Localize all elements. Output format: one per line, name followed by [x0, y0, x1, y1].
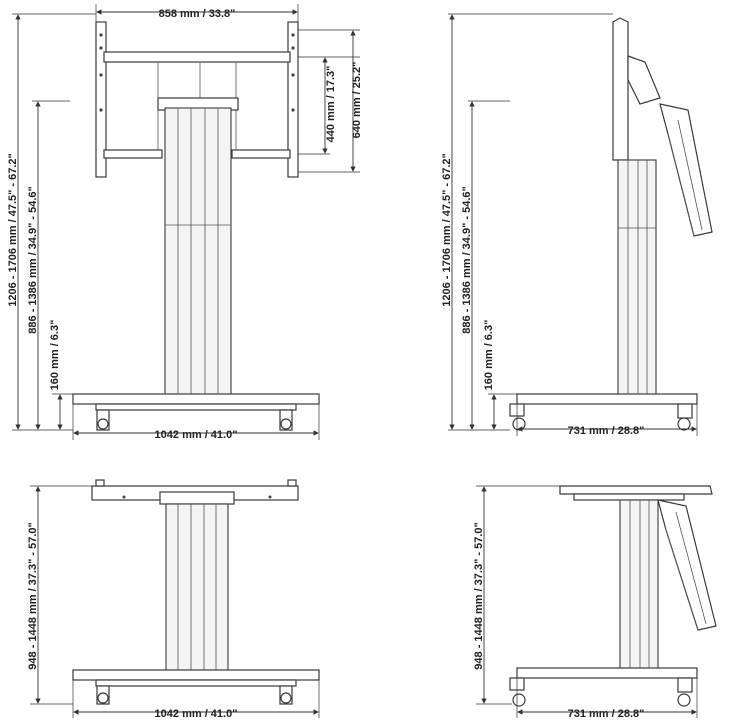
dim-front-total-height: 1206 - 1706 mm / 47.5" - 67.2" [7, 153, 19, 307]
dim-side-mid-height: 886 - 1386 mm / 34.9" - 54.6" [461, 186, 473, 333]
dim-table-side-height: 948 - 1448 mm / 37.3" - 57.0" [473, 522, 485, 669]
base [72, 393, 320, 431]
side-column [617, 159, 657, 397]
display-plate [612, 17, 713, 237]
dim-vesa-440: 440 mm / 17.3" [325, 66, 337, 143]
dim-side-base-height: 160 mm / 6.3" [483, 320, 495, 391]
front-view: 858 mm / 33.8" 440 mm / 17.3" 640 mm / 2… [7, 4, 363, 441]
dim-vesa-640: 640 mm / 25.2" [351, 62, 363, 139]
table-side-column [619, 499, 659, 671]
vesa-frame [95, 21, 299, 178]
dim-table-front-height: 948 - 1448 mm / 37.3" - 57.0" [27, 522, 39, 669]
dim-table-front-width: 1042 mm / 41.0" [155, 708, 238, 720]
table-side-view: 948 - 1448 mm / 37.3" - 57.0" 731 mm / 2… [473, 485, 717, 720]
dim-side-total-height: 1206 - 1706 mm / 47.5" - 67.2" [441, 153, 453, 307]
table-top [91, 479, 299, 505]
table-base [72, 669, 320, 705]
table-side-top [559, 485, 717, 631]
dim-front-base-width: 1042 mm / 41.0" [155, 429, 238, 441]
lift-column [157, 97, 239, 399]
dim-side-base-width: 731 mm / 28.8" [568, 425, 645, 437]
dim-front-base-height: 160 mm / 6.3" [49, 320, 61, 391]
table-side-base [509, 667, 698, 707]
side-view: 1206 - 1706 mm / 47.5" - 67.2" 886 - 138… [441, 13, 713, 437]
dim-front-width: 858 mm / 33.8" [159, 8, 236, 20]
dim-front-mid-height: 886 - 1386 mm / 34.9" - 54.6" [27, 186, 39, 333]
table-column [165, 503, 229, 675]
dim-table-side-width: 731 mm / 28.8" [568, 708, 645, 720]
table-front-view: 948 - 1448 mm / 37.3" - 57.0" 1042 mm / … [27, 479, 320, 720]
